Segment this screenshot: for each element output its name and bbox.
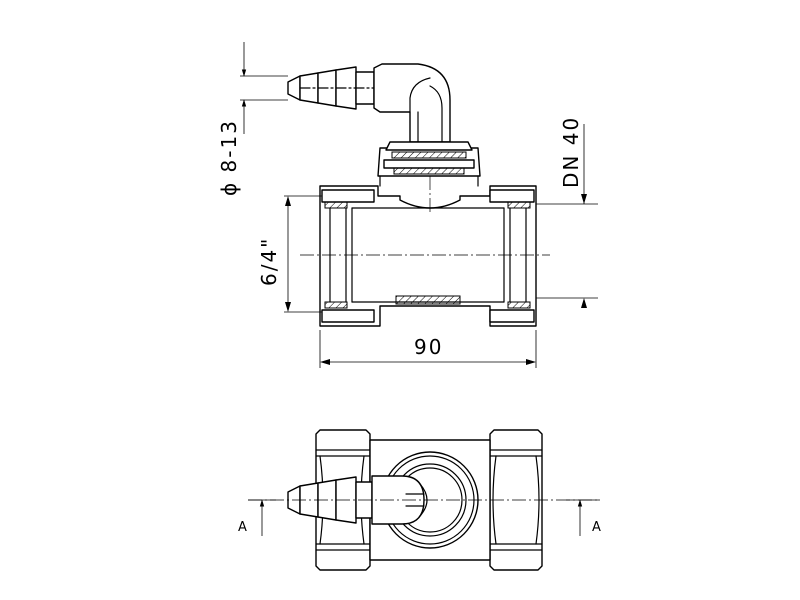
dimension-thread-size: 6/4"	[257, 195, 322, 313]
length-label: 90	[414, 335, 443, 359]
top-view: A A	[238, 429, 601, 571]
hose-barb	[287, 66, 375, 110]
hose-diameter-label: ϕ 8-13	[217, 119, 241, 196]
elbow-fitting	[373, 63, 451, 143]
section-mark-left: A	[238, 520, 247, 535]
section-mark-right: A	[592, 520, 601, 535]
tee-body	[300, 176, 550, 327]
thread-size-label: 6/4"	[257, 237, 281, 286]
section-line: A A	[238, 499, 601, 536]
nominal-diameter-label: DN 40	[559, 116, 583, 188]
dimension-nominal-diameter: DN 40	[536, 116, 598, 308]
union-nut	[377, 141, 481, 187]
dimension-length: 90	[319, 330, 537, 368]
dimension-hose-diameter: ϕ 8-13	[217, 42, 288, 196]
front-view: ϕ 8-13 6/4" DN 40 90	[217, 42, 598, 368]
